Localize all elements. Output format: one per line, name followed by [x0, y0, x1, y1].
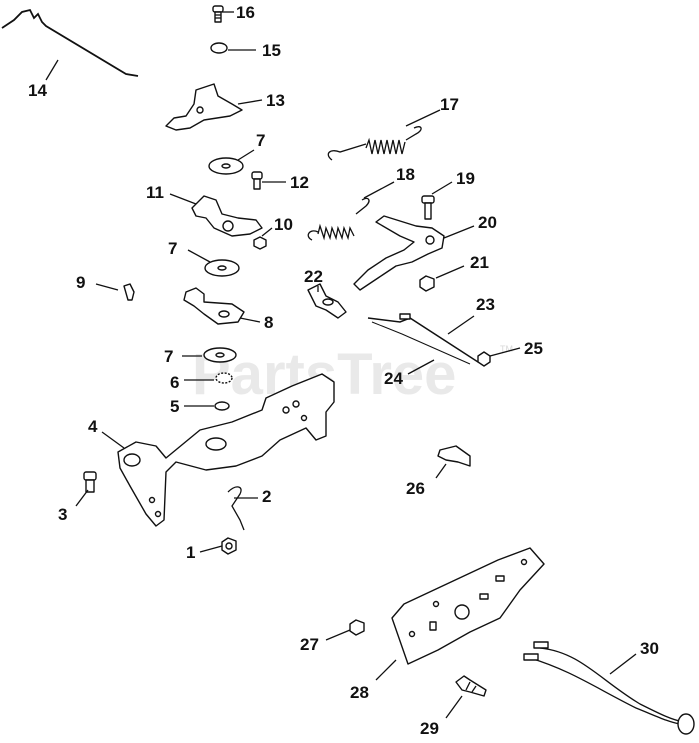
leader-lines [45, 11, 637, 719]
callout-30: 30 [640, 639, 659, 658]
callout-28: 28 [350, 683, 369, 702]
part-17-spring[interactable] [327, 126, 422, 161]
callout-labels: 16 15 14 13 17 7 12 18 19 11 10 20 7 21 … [28, 3, 659, 738]
callout-10: 10 [274, 215, 293, 234]
part-28-plate[interactable] [391, 547, 545, 665]
callout-16: 16 [236, 3, 255, 22]
part-7-washer-middle[interactable] [204, 259, 240, 277]
part-2-clip[interactable] [227, 486, 245, 531]
callout-29: 29 [420, 719, 439, 738]
callout-24: 24 [384, 369, 403, 388]
part-13-bracket[interactable] [165, 83, 243, 131]
callout-8: 8 [264, 313, 273, 332]
callout-27: 27 [300, 635, 319, 654]
callout-26: 26 [406, 479, 425, 498]
callout-6: 6 [170, 373, 179, 392]
callout-5: 5 [170, 397, 179, 416]
part-11-lever[interactable] [191, 195, 263, 237]
callout-21: 21 [470, 253, 489, 272]
part-19-screw[interactable] [421, 195, 435, 220]
callout-3: 3 [58, 505, 67, 524]
part-25-nut[interactable] [477, 351, 491, 367]
callout-17: 17 [440, 95, 459, 114]
part-5-washer[interactable] [214, 401, 230, 411]
part-7-washer-top[interactable] [208, 157, 244, 175]
callout-7-middle: 7 [168, 239, 177, 258]
callout-4: 4 [88, 417, 98, 436]
part-3-screw[interactable] [83, 471, 97, 493]
part-29-screw[interactable] [455, 675, 487, 697]
callout-9: 9 [76, 273, 85, 292]
callout-22: 22 [304, 267, 323, 286]
callout-11: 11 [146, 183, 164, 202]
callout-13: 13 [266, 91, 285, 110]
callout-14: 14 [28, 81, 47, 100]
callout-7-top: 7 [256, 131, 265, 150]
part-22-clip[interactable] [307, 283, 347, 319]
part-20-lever-arm[interactable] [353, 215, 445, 291]
part-8-lever-plate[interactable] [183, 287, 245, 325]
part-14-rod[interactable] [1, 8, 139, 77]
part-21-nut[interactable] [419, 275, 435, 292]
callout-2: 2 [262, 487, 271, 506]
watermark-trademark: TM [500, 344, 513, 354]
callout-19: 19 [456, 169, 475, 188]
part-27-nut[interactable] [349, 619, 365, 636]
part-1-nut[interactable] [221, 537, 237, 555]
callout-20: 20 [478, 213, 497, 232]
part-12-screw[interactable] [251, 171, 263, 190]
part-30-wire-harness[interactable] [523, 641, 695, 735]
callout-7-lower: 7 [164, 347, 173, 366]
part-7-washer-lower[interactable] [203, 347, 237, 363]
part-26-clip[interactable] [437, 445, 471, 467]
part-23-24-cable[interactable] [367, 313, 479, 365]
callout-18: 18 [396, 165, 415, 184]
callout-23: 23 [476, 295, 495, 314]
part-18-spring[interactable] [307, 197, 370, 241]
callout-25: 25 [524, 339, 543, 358]
callout-1: 1 [186, 543, 195, 562]
part-15-washer[interactable] [210, 42, 228, 54]
callout-12: 12 [290, 173, 309, 192]
part-16-screw[interactable] [212, 5, 224, 23]
part-6-spring-washer[interactable] [215, 372, 233, 384]
callout-15: 15 [262, 41, 281, 60]
part-9-pin[interactable] [123, 283, 135, 301]
part-4-control-bracket[interactable] [117, 373, 335, 527]
part-10-nut[interactable] [253, 236, 267, 250]
